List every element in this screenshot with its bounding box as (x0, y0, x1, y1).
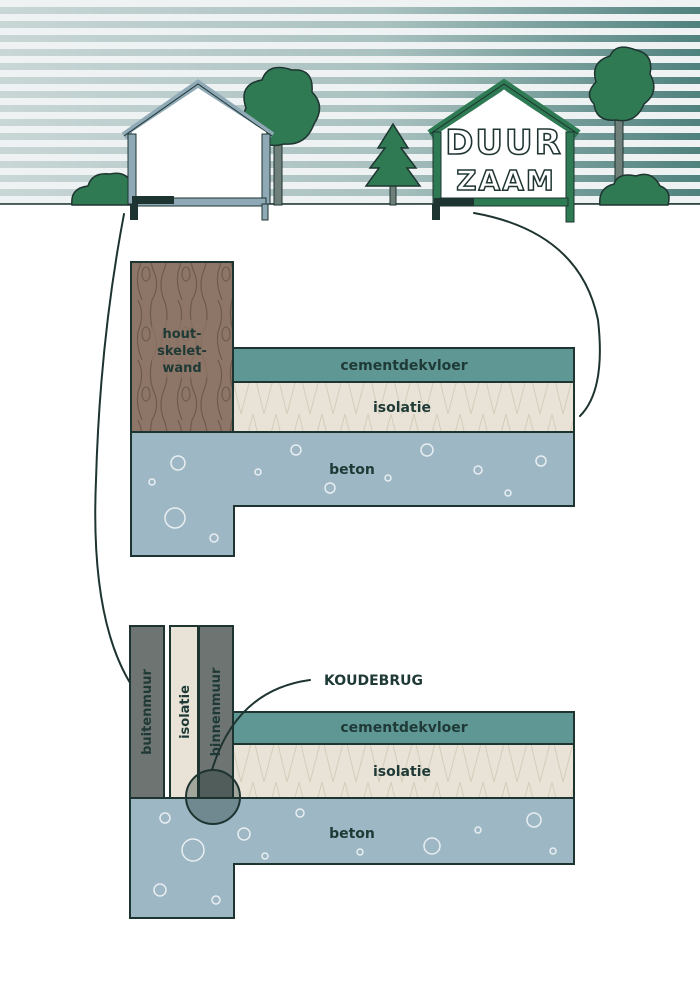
sign-duur: DUUR (445, 123, 563, 163)
pine-tree (364, 122, 422, 206)
cavity-insulation (169, 625, 199, 799)
house-sustainable: DUUR ZAAM (427, 78, 581, 223)
cold-bridge-pointer (211, 679, 311, 771)
inner-wall-label: binnenmuur (209, 667, 224, 756)
cement-floor-bottom (231, 711, 575, 745)
bush-right (599, 173, 670, 206)
sign-zaam: ZAAM (456, 164, 556, 197)
cement-floor-label-bottom: cementdekvloer (340, 720, 467, 736)
timber-wall-label-1: hout- (162, 327, 201, 342)
ground (0, 204, 700, 993)
concrete-label-top: beton (329, 462, 375, 478)
insulation-layer-top (231, 381, 575, 433)
timber-wall-label-2: skelet- (157, 344, 207, 359)
outer-wall-label: buitenmuur (140, 669, 155, 755)
house-traditional (71, 66, 321, 221)
insulation-layer-bottom (231, 743, 575, 799)
cold-bridge-marker (185, 769, 241, 825)
insulation-label-top: isolatie (373, 400, 431, 416)
cement-floor-top (231, 347, 575, 383)
sky (0, 0, 700, 205)
tree-right (588, 46, 670, 206)
insulation-label-bottom: isolatie (373, 764, 431, 780)
detail-cavity-wall: buitenmuur isolatie binnenmuur KOUDEBRUG… (129, 625, 575, 919)
connector-line-top (473, 212, 601, 417)
outer-wall (129, 625, 165, 799)
connector-line-bottom (94, 213, 133, 687)
timber-wall-label-3: wand (162, 361, 201, 376)
concrete-label-bottom: beton (329, 826, 375, 842)
cement-floor-label-top: cementdekvloer (340, 358, 467, 374)
cold-bridge-label: KOUDEBRUG (324, 673, 423, 689)
detail-timber-frame: hout- skelet- wand cementdekvloer isolat… (130, 261, 575, 557)
cavity-label: isolatie (178, 685, 193, 739)
